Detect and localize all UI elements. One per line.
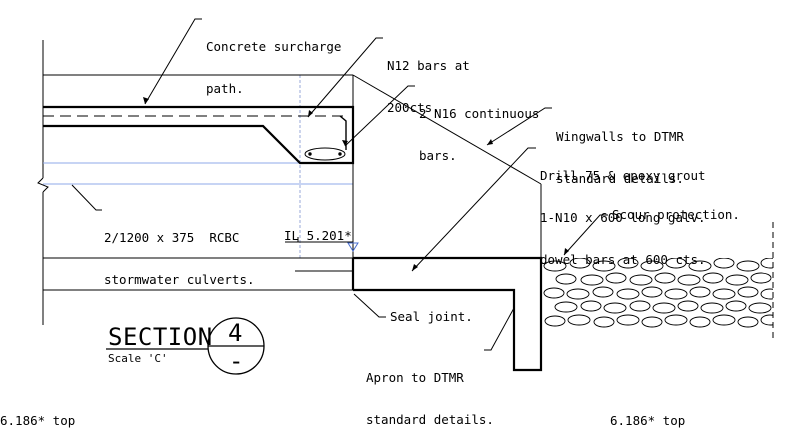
leader-lines — [71, 18, 608, 351]
note-line: stormwater culverts. — [104, 272, 255, 287]
invert-level-marker — [285, 241, 359, 252]
note-line: 2 N16 continuous — [419, 106, 540, 121]
n16-bars-note: 2 N16 continuous bars. — [419, 79, 539, 177]
right-level-label: 6.186* top — [610, 413, 686, 428]
note-line: N12 bars at — [387, 58, 470, 73]
scour-protection-rock — [543, 258, 773, 328]
apron-note: Apron to DTMR standard details. — [366, 343, 494, 441]
note-line: Drill 75 & epoxy grout — [540, 168, 706, 183]
leader-arrowheads — [143, 97, 569, 271]
note-line: 2/1200 x 375 RCBC — [104, 230, 240, 245]
section-bubble — [106, 317, 265, 375]
culverts-note: 2/1200 x 375 RCBC stormwater culverts. — [104, 203, 255, 301]
n12-bars-note: N12 bars at 200cts. — [387, 31, 470, 129]
culvert-lines — [43, 162, 353, 185]
surcharge-slab — [43, 105, 355, 165]
invert-level-label: IL 5.201* — [284, 228, 352, 243]
section-number: 4 — [228, 319, 243, 347]
left-level-label: 6.186* top — [0, 413, 76, 428]
note-line: dowel bars at 600 cts. — [540, 252, 706, 267]
drill-dowel-note: Drill 75 & epoxy grout 1-N10 x 600 long … — [540, 141, 706, 281]
note-line: bars. — [419, 148, 457, 163]
note-line: standard details. — [556, 171, 684, 186]
seal-joint-note: Seal joint. — [390, 309, 473, 324]
note-line: Concrete surcharge — [206, 39, 342, 54]
section-drawing — [37, 18, 774, 375]
wingwalls-note: Wingwalls to DTMR standard details. — [556, 102, 684, 200]
scour-protection-note: Scour protection. — [612, 207, 740, 222]
note-line: Wingwalls to DTMR — [556, 129, 684, 144]
note-line: standard details. — [366, 412, 494, 427]
apron-outline — [351, 256, 543, 372]
note-line: Apron to DTMR — [366, 370, 464, 385]
section-title: SECTION — [108, 323, 213, 351]
section-scale: Scale 'C' — [108, 352, 168, 365]
concrete-surcharge-note: Concrete surcharge path. — [206, 12, 341, 110]
note-line: path. — [206, 81, 244, 96]
section-sheet: - — [229, 347, 244, 375]
left-boundary-line — [37, 40, 49, 325]
structure-lines — [43, 74, 542, 291]
note-line: 200cts. — [387, 100, 440, 115]
note-line: 1-N10 x 600 long galv. — [540, 210, 706, 225]
